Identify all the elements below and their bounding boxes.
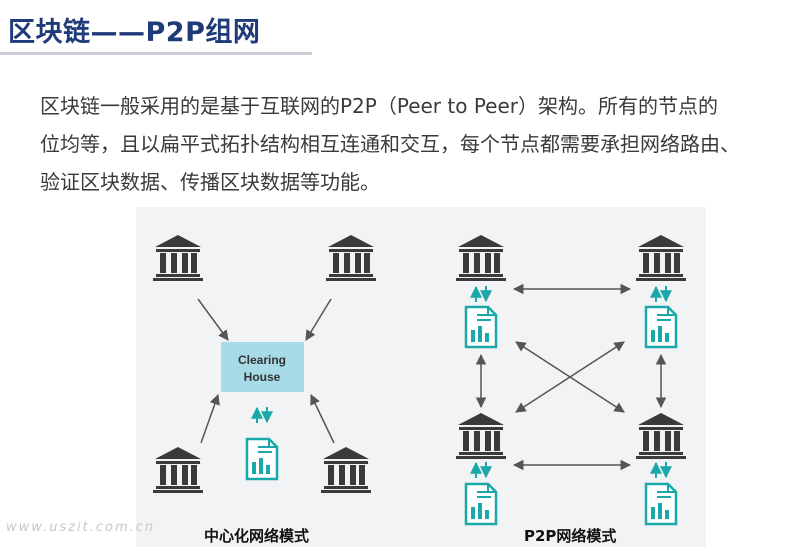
up-down-arrows-icon xyxy=(476,286,486,302)
arrow-to-hub xyxy=(310,394,335,444)
clearing-house-label-2: House xyxy=(244,370,281,384)
centralized-caption: 中心化网络模式 xyxy=(204,527,310,545)
clearing-house-label-1: Clearing xyxy=(238,353,286,367)
arrow-to-hub xyxy=(197,298,229,341)
bank-icon xyxy=(326,235,376,281)
ledger-document-icon xyxy=(245,437,279,481)
bank-icon xyxy=(456,235,506,281)
up-down-arrows-icon xyxy=(476,462,486,478)
clearing-house-box xyxy=(221,342,304,392)
peer-link xyxy=(515,341,625,413)
centralized-network: Clearing House xyxy=(153,235,376,493)
network-diagram: Clearing House xyxy=(136,207,706,547)
up-down-arrows-icon xyxy=(656,462,666,478)
intro-line-2: 位均等，且以扁平式拓扑结构相互连通和交互，每个节点都需要承担网络路由、 xyxy=(40,132,740,156)
title-underline xyxy=(0,52,312,55)
p2p-network xyxy=(456,235,686,526)
p2p-caption: P2P网络模式 xyxy=(524,527,617,545)
bank-icon xyxy=(153,235,203,281)
diagram-canvas: Clearing House xyxy=(153,235,686,526)
watermark: www.uszit.com.cn xyxy=(6,520,156,535)
ledger-document-icon xyxy=(464,482,498,526)
intro-line-3: 验证区块数据、传播区块数据等功能。 xyxy=(40,170,380,194)
bank-icon xyxy=(636,235,686,281)
arrow-to-hub xyxy=(305,298,332,341)
bank-icon xyxy=(456,413,506,459)
page-title: 区块链——P2P组网 xyxy=(8,17,261,48)
up-down-arrows-icon xyxy=(257,407,267,423)
up-down-arrows-icon xyxy=(656,286,666,302)
intro-line-1: 区块链一般采用的是基于互联网的P2P（Peer to Peer）架构。所有的节点… xyxy=(40,94,718,118)
title-bar: 区块链——P2P组网 xyxy=(0,0,812,60)
bank-icon xyxy=(321,447,371,493)
arrow-to-hub xyxy=(200,394,220,444)
ledger-document-icon xyxy=(464,305,498,349)
ledger-document-icon xyxy=(644,482,678,526)
ledger-document-icon xyxy=(644,305,678,349)
bank-icon xyxy=(153,447,203,493)
bank-icon xyxy=(636,413,686,459)
intro-paragraph: 区块链一般采用的是基于互联网的P2P（Peer to Peer）架构。所有的节点… xyxy=(40,87,795,201)
